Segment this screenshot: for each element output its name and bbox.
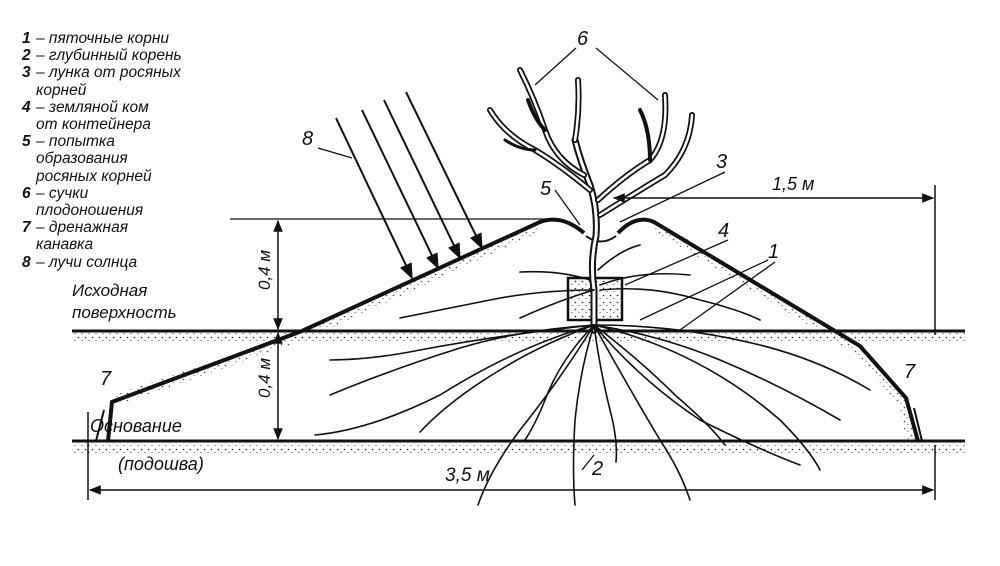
roots — [314, 244, 871, 506]
legend-item: 3 – лунка от росяных корней — [22, 64, 262, 98]
leader-lines — [317, 47, 776, 471]
original-surface-line — [72, 329, 965, 343]
legend-item: 7 – дренажная канавка — [22, 219, 262, 253]
sun-rays — [335, 91, 483, 280]
label-original-surface: Исходная поверхность — [72, 281, 177, 322]
callout-6: 6 — [577, 28, 589, 50]
dimension-width-half — [612, 185, 936, 335]
legend-number: 5 — [22, 133, 31, 151]
callout-5: 5 — [540, 178, 552, 200]
callout-8: 8 — [302, 128, 313, 150]
label-sole: (подошва) — [118, 454, 204, 474]
dimension-height-upper — [230, 218, 560, 331]
legend-number: 2 — [22, 47, 31, 65]
legend-text: – пяточные корни — [36, 30, 169, 47]
legend-text: – сучки плодоношения — [36, 184, 144, 220]
callout-2: 2 — [591, 458, 603, 480]
legend-item: 4 – земляной ком от контейнера — [22, 99, 262, 133]
legend-item: 1 – пяточные корни — [22, 30, 262, 47]
legend-text: – глубинный корень — [36, 47, 182, 65]
legend-text: – лунка от росяных корней — [36, 64, 181, 99]
legend-number: 8 — [22, 253, 31, 271]
legend-text: – земляной ком от контейнера — [36, 98, 151, 134]
legend-item: 2 – глубинный корень — [22, 47, 262, 64]
drainage-ditch-left — [95, 409, 105, 442]
mound-outline — [106, 217, 920, 442]
legend-text: – попытка образования росяных корней — [36, 133, 152, 185]
label-base: Основание — [90, 416, 182, 436]
dim-label-height-lower: 0,4 м — [255, 358, 274, 398]
callout-7-right: 7 — [904, 361, 916, 383]
dim-label-total: 3,5 м — [445, 465, 490, 486]
drainage-ditch-right — [913, 407, 923, 442]
legend-number: 7 — [22, 219, 31, 237]
callout-1: 1 — [768, 241, 779, 263]
legend: 1 – пяточные корни 2 – глубинный корень 3 – л… — [22, 30, 262, 271]
legend-number: 6 — [22, 184, 31, 202]
callout-7-left: 7 — [100, 368, 112, 390]
legend-text: – лучи солнца — [36, 253, 138, 271]
legend-item: 5 – попытка образования росяных корней — [22, 133, 262, 185]
dim-label-half: 1,5 м — [772, 174, 814, 194]
legend-text: – дренажная канавка — [36, 219, 128, 254]
base-line — [72, 439, 965, 453]
callout-3: 3 — [716, 151, 727, 173]
legend-number: 4 — [22, 98, 31, 116]
dimension-width-total — [87, 412, 936, 500]
dim-label-height-upper: 0,4 м — [255, 250, 274, 290]
legend-item: 8 – лучи солнца — [22, 254, 262, 271]
callout-4: 4 — [718, 220, 729, 242]
legend-number: 1 — [22, 30, 31, 47]
legend-item: 6 – сучки плодоношения — [22, 185, 262, 219]
legend-number: 3 — [22, 64, 31, 82]
